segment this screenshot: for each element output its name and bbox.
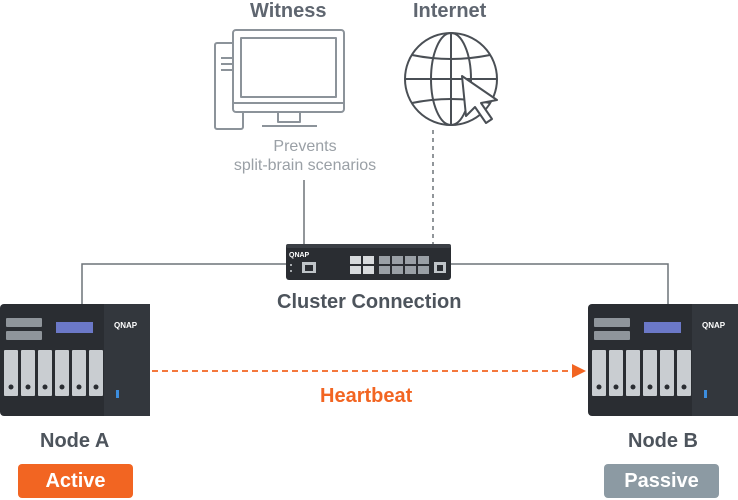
switch-brand-label: QNAP <box>289 252 310 259</box>
nas-device-icon: QNAP <box>588 304 738 416</box>
witness-title: Witness <box>250 0 327 22</box>
witness-caption-line1: Prevents <box>273 138 337 155</box>
witness-caption-line2: split-brain scenarios <box>233 157 377 174</box>
heartbeat-label: Heartbeat <box>320 385 413 407</box>
nas-a-brand-label: QNAP <box>114 321 138 330</box>
node-b-link-line <box>451 263 669 305</box>
globe-cursor-icon <box>404 32 498 126</box>
cluster-connection-label: Cluster Connection <box>277 291 462 313</box>
connection-lines <box>81 130 669 305</box>
nas-b-brand-label: QNAP <box>702 321 726 330</box>
desktop-computer-icon <box>214 29 345 130</box>
node-b-label: Node B <box>628 430 698 452</box>
heartbeat-arrow <box>152 364 586 378</box>
node-b-status-badge: Passive <box>604 464 719 498</box>
node-a-label: Node A <box>40 430 110 452</box>
witness-caption: Prevents split-brain scenarios <box>195 137 415 175</box>
network-switch-icon: QNAP <box>286 244 451 280</box>
nas-device-icon: QNAP <box>0 304 150 416</box>
node-a-link-line <box>81 263 288 305</box>
node-a-status-badge: Active <box>18 464 133 498</box>
internet-title: Internet <box>413 0 487 22</box>
